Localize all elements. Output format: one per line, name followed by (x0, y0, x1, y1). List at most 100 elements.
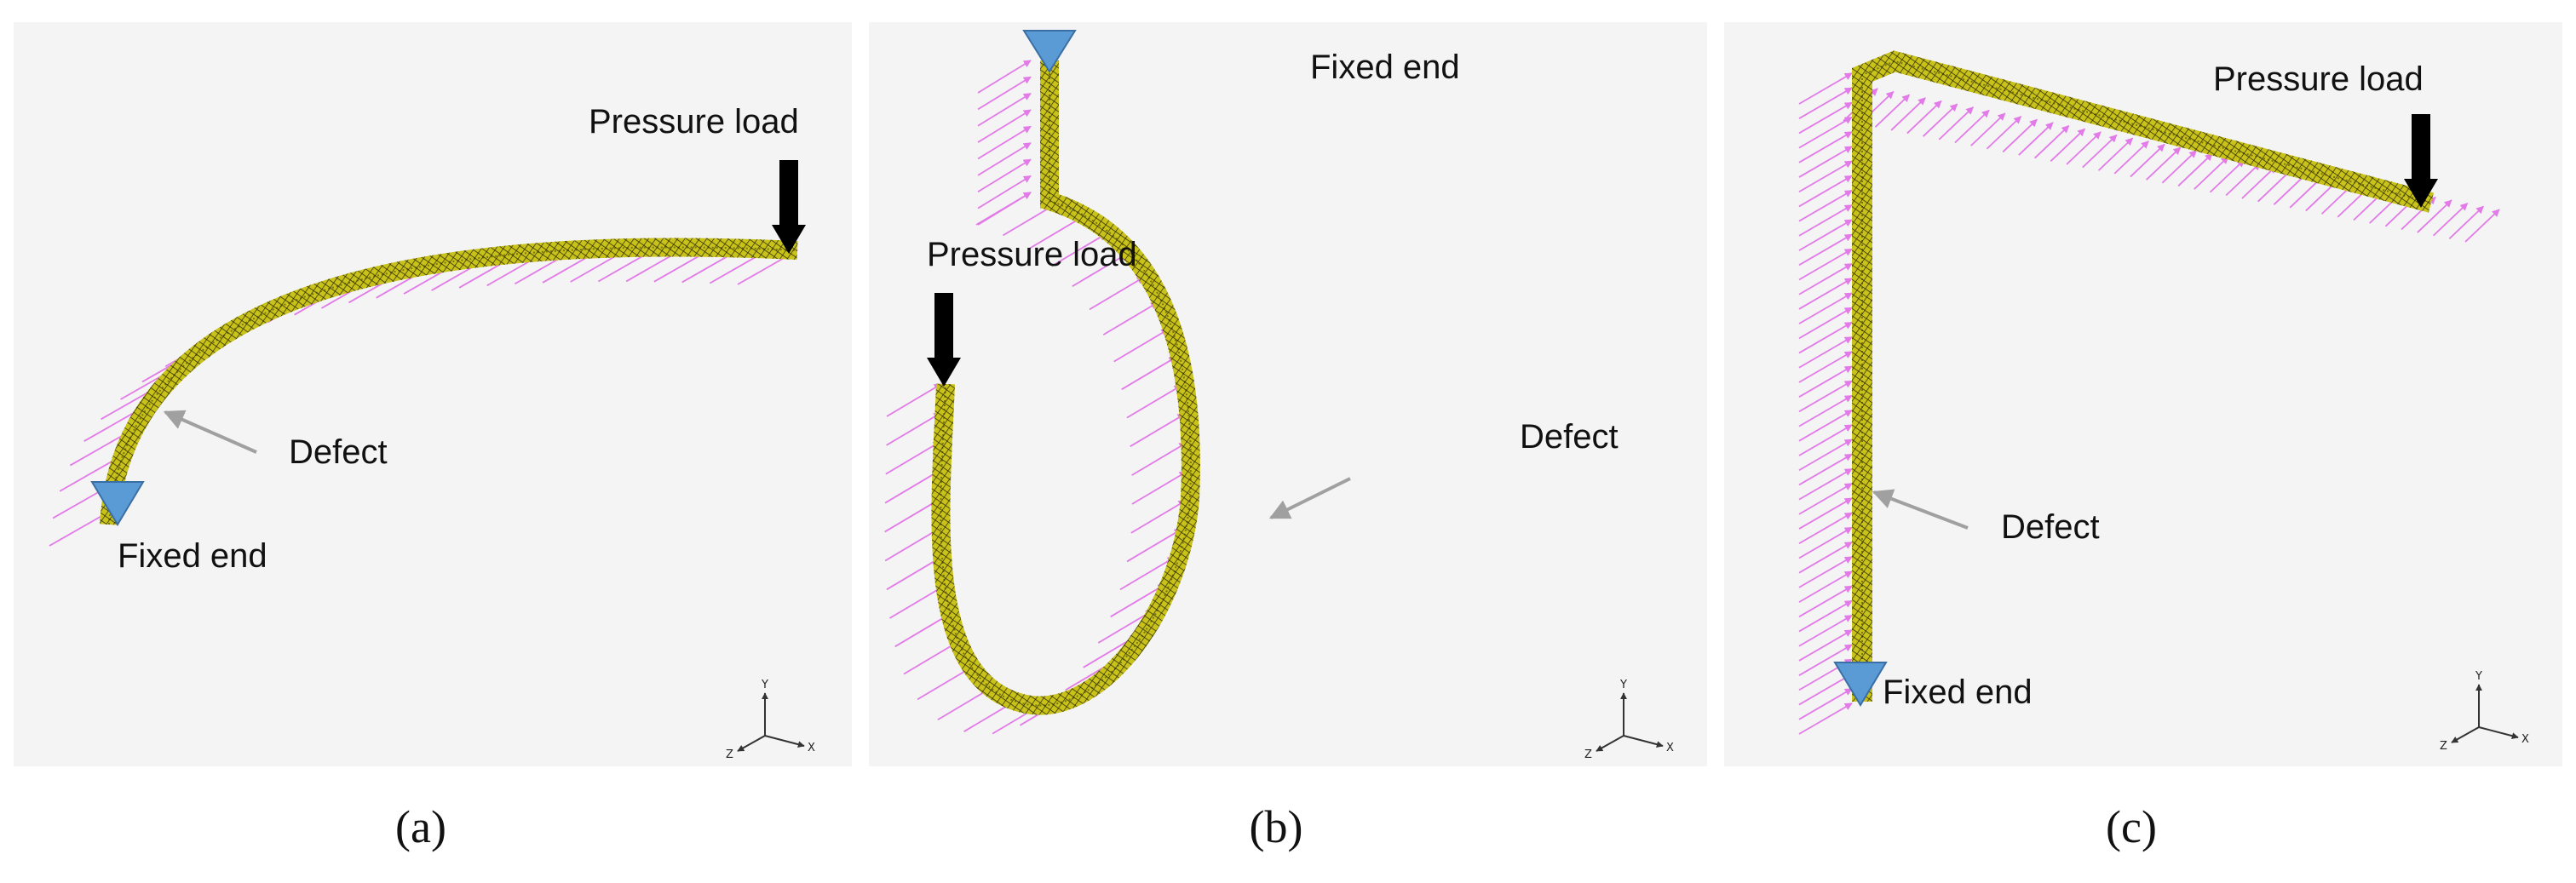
defect-label: Defect (2001, 508, 2100, 546)
pressure-arrow (1798, 497, 1853, 530)
pressure-arrow (1798, 453, 1853, 486)
load-arrow-icon (772, 160, 806, 254)
pressure-arrow (1798, 175, 1853, 208)
load-label: Pressure load (589, 103, 799, 140)
pressure-arrows (977, 60, 1032, 226)
pressure-arrow (1113, 328, 1170, 363)
pressure-arrow (2161, 150, 2198, 184)
pressure-arrow (884, 498, 940, 533)
pressure-arrows (884, 192, 1187, 735)
pressure-arrow (2018, 122, 2054, 156)
pressure-arrow (1798, 189, 1853, 222)
pressure-arrow (1130, 500, 1187, 534)
pressure-arrow (1798, 160, 1853, 193)
pressure-arrow (1798, 673, 1853, 706)
pressure-arrow (1130, 413, 1186, 448)
pressure-arrow (2130, 143, 2165, 178)
pressure-arrow (59, 456, 120, 492)
pressure-arrow (1798, 321, 1853, 354)
pressure-arrows (1843, 88, 2500, 243)
pressure-arrow (1798, 131, 1853, 163)
pressure-arrow (2417, 199, 2452, 233)
pressure-arrow (1798, 585, 1853, 618)
pressure-arrow (1131, 471, 1187, 505)
pressure-arrow (886, 412, 942, 446)
axis-y-label: Y (2475, 670, 2482, 683)
pressure-arrow (2225, 162, 2261, 197)
pressure-arrow (2097, 137, 2134, 171)
pressure-arrow (2082, 134, 2118, 169)
pressure-arrow (2464, 209, 2500, 243)
panel-b: Fixed end Pressure load Defect Y X Z (869, 22, 1707, 766)
pressure-arrow (1102, 301, 1159, 335)
pressure-arrow (1798, 116, 1853, 149)
pressure-arrow (1798, 688, 1853, 720)
pressure-arrow (1798, 556, 1853, 588)
pressure-arrow (1798, 702, 1853, 735)
panel-c-figure: Pressure load Defect Fixed end Y X Z (1798, 50, 2529, 753)
coordinate-triad-icon: Y X Z (2440, 670, 2529, 753)
coordinate-triad-icon: Y X Z (726, 679, 815, 761)
pressure-arrow (903, 640, 959, 675)
pressure-arrow (2066, 131, 2102, 165)
defect-label: Defect (289, 433, 388, 471)
fixed-support-icon (1022, 30, 1077, 73)
beam (100, 238, 798, 525)
pressure-arrow (1798, 233, 1853, 267)
load-label: Pressure load (2213, 60, 2424, 98)
pressure-arrow (49, 511, 110, 547)
pressure-arrow (977, 125, 1032, 160)
pressure-arrow (1798, 248, 1853, 281)
pressure-arrow (1874, 94, 1911, 128)
pressure-arrow (1986, 116, 2022, 150)
axis-z-label: Z (2440, 740, 2447, 753)
pressure-arrow (2033, 125, 2070, 159)
pressure-arrow (1051, 232, 1107, 267)
pressure-arrow (1798, 101, 1853, 135)
pressure-arrow (2432, 203, 2469, 237)
pressure-arrow (1798, 87, 1853, 119)
pressure-arrow (1798, 278, 1853, 310)
pressure-arrow (2241, 165, 2277, 199)
pressure-arrow (1798, 467, 1853, 501)
coordinate-triad-icon: Y X Z (1584, 679, 1674, 761)
pressure-arrow (1798, 365, 1853, 398)
pressure-arrow (1798, 439, 1853, 472)
pressure-arrow (69, 430, 131, 467)
fixed-end-label: Fixed end (1883, 674, 2033, 711)
pressure-arrow (1072, 253, 1128, 288)
axis-y-label: Y (1619, 679, 1627, 691)
panel-b-figure: Fixed end Pressure load Defect Y X Z (884, 30, 1674, 761)
pressure-arrow (1798, 599, 1853, 633)
pressure-arrow (884, 469, 940, 504)
pressure-arrow (1938, 106, 1974, 140)
pressure-arrow (2113, 140, 2149, 175)
pressure-arrow (2146, 146, 2182, 181)
pressure-arrow (1798, 146, 1853, 178)
pressure-arrow (1970, 112, 2006, 146)
pressure-arrow (1110, 583, 1166, 618)
pressure-arrow (1798, 204, 1853, 237)
pressure-arrow (886, 556, 942, 591)
pressure-arrow (886, 383, 942, 417)
beam-edge (940, 60, 1192, 707)
pressure-arrow (1798, 292, 1853, 324)
defect-pointer-icon (1872, 489, 1969, 530)
pressure-arrow (894, 613, 951, 648)
pressure-arrow (1890, 97, 1926, 131)
pressure-arrow (977, 92, 1032, 127)
fixed-end-label: Fixed end (118, 537, 267, 575)
pressure-arrow (2002, 118, 2038, 153)
pressure-arrow (884, 527, 940, 562)
pressure-arrow (977, 109, 1032, 143)
pressure-arrow (1119, 556, 1176, 591)
pressure-arrow (1922, 103, 1958, 137)
axis-x-label: X (808, 742, 815, 754)
beam (931, 60, 1200, 715)
pressure-arrow (977, 158, 1032, 193)
pressure-arrow (1798, 351, 1853, 383)
pressure-arrow (1027, 215, 1084, 250)
pressure-arrow (1798, 424, 1853, 456)
axis-x-label: X (2521, 733, 2529, 746)
pressure-arrow (975, 192, 1032, 226)
